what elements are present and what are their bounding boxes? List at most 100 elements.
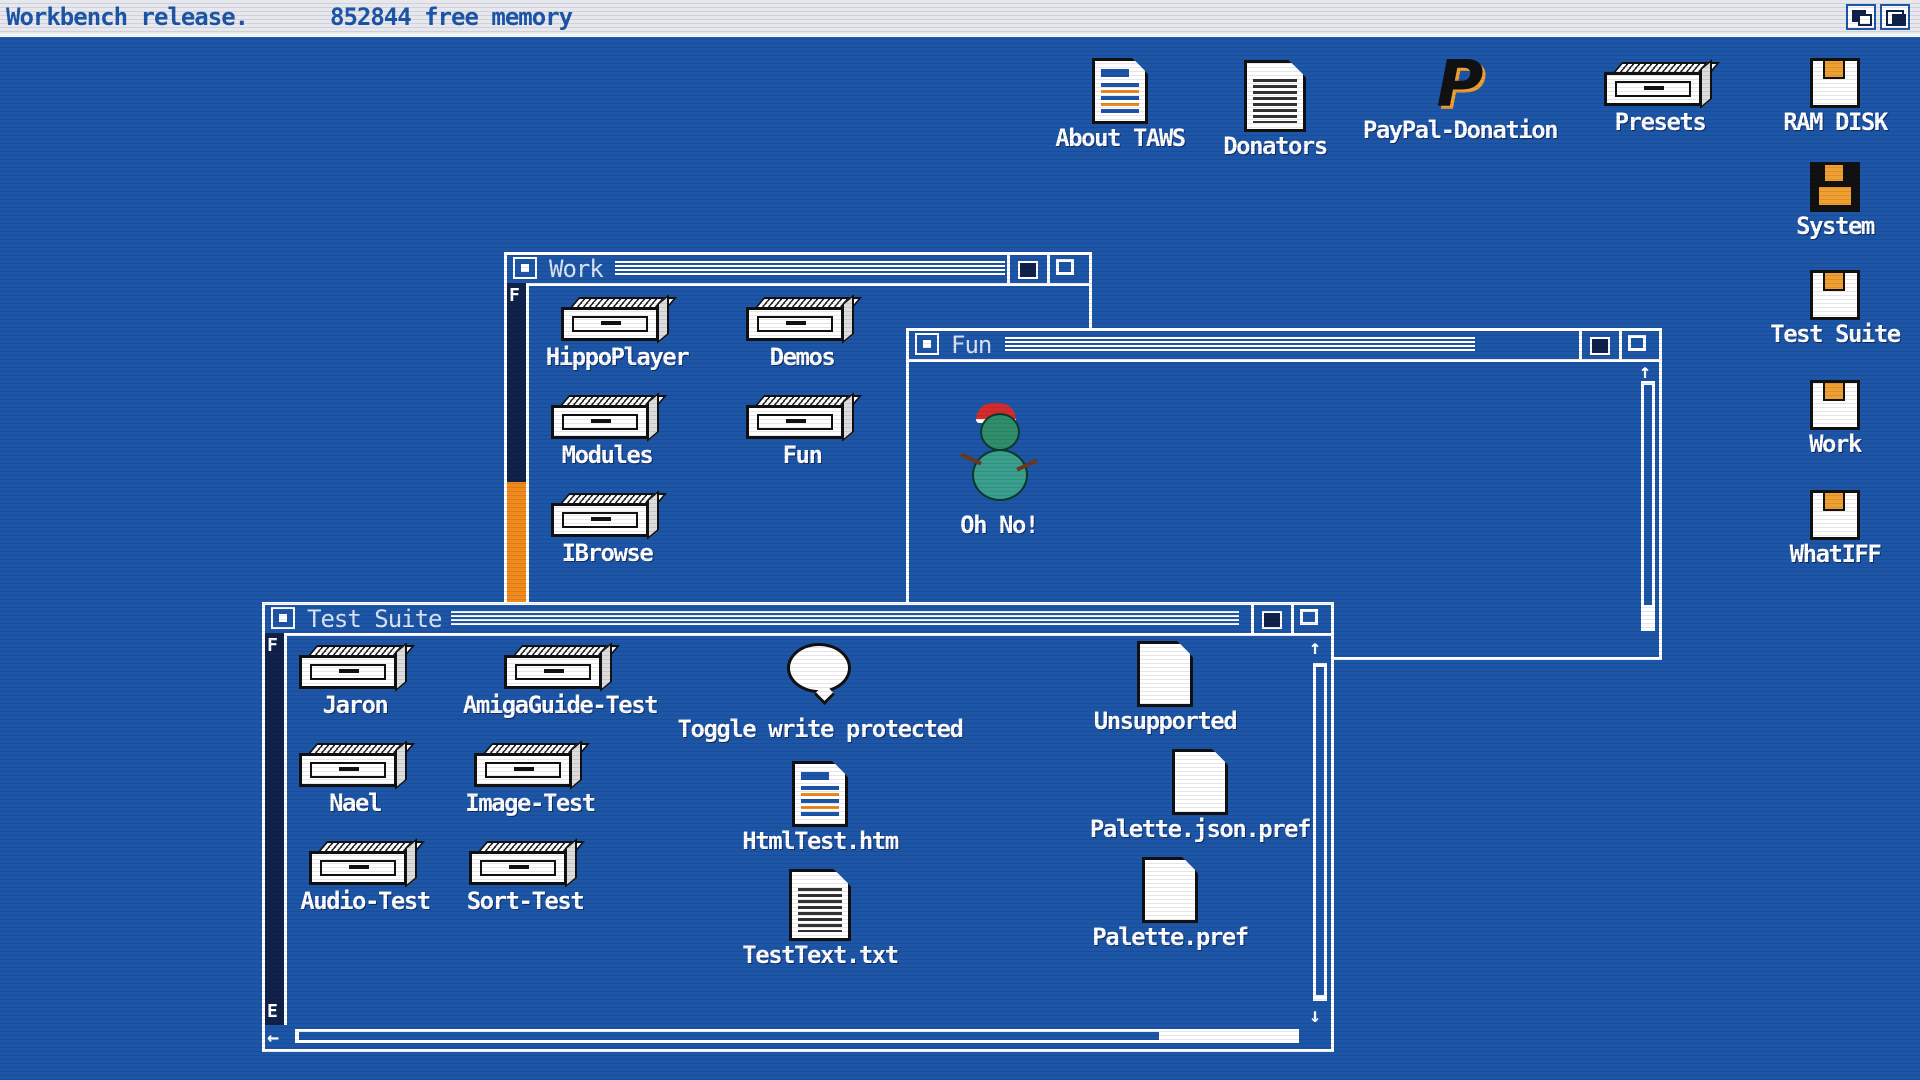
screen-back-gadget[interactable]: [1846, 4, 1876, 30]
close-gadget-icon[interactable]: [271, 607, 295, 629]
drawer-icon: [746, 391, 863, 443]
window-title-bar[interactable]: Test Suite: [265, 605, 1331, 636]
item-label: Fun: [782, 441, 823, 469]
drawer-item[interactable]: HippoPlayer: [537, 293, 697, 371]
item-label: Image-Test: [465, 789, 596, 817]
close-gadget-icon[interactable]: [915, 333, 939, 355]
scroll-down-arrow-icon[interactable]: ↓: [1309, 1003, 1322, 1027]
drawer-item[interactable]: Jaron: [285, 641, 425, 719]
drawer-icon: [551, 391, 668, 443]
file-item[interactable]: Unsupported: [1080, 641, 1250, 735]
disk-icon: [1810, 162, 1860, 212]
fuel-gauge: F E: [265, 633, 287, 1025]
icon-label: Presets: [1614, 108, 1707, 136]
window-title: Test Suite: [307, 605, 442, 633]
drawer-item[interactable]: AmigaGuide-Test: [455, 641, 665, 719]
screen-title-bar[interactable]: Workbench release. 852844 free memory: [0, 0, 1920, 37]
tool-item[interactable]: Oh No!: [939, 401, 1059, 539]
item-label: TestText.txt: [742, 941, 899, 969]
drawer-item[interactable]: Sort-Test: [445, 837, 605, 915]
document-icon: [1137, 641, 1193, 707]
document-icon: [1142, 857, 1198, 923]
icon-label: Donators: [1223, 132, 1328, 160]
vertical-scrollbar[interactable]: [1313, 663, 1327, 1001]
desktop-icon-work[interactable]: Work: [1775, 380, 1895, 458]
depth-back-gadget-icon[interactable]: [1579, 331, 1613, 359]
item-label: Palette.pref: [1092, 923, 1249, 951]
drawer-item[interactable]: Audio-Test: [285, 837, 445, 915]
drawer-icon: [746, 293, 863, 345]
text-document-icon: [1244, 60, 1306, 132]
scroll-left-arrow-icon[interactable]: ←: [267, 1025, 280, 1049]
desktop-icon-system[interactable]: System: [1775, 162, 1895, 240]
depth-front-gadget-icon[interactable]: [1291, 605, 1325, 633]
file-item[interactable]: TestText.txt: [730, 869, 910, 969]
file-item[interactable]: Palette.pref: [1080, 857, 1260, 951]
depth-front-gadget-icon[interactable]: [1619, 331, 1653, 359]
drawer-icon: [504, 641, 621, 693]
drawer-icon: [551, 489, 668, 541]
window-title-bar[interactable]: Work: [507, 255, 1089, 286]
horizontal-scrollbar[interactable]: [295, 1029, 1299, 1043]
depth-back-gadget-icon[interactable]: [1007, 255, 1041, 283]
text-document-icon: [789, 869, 851, 941]
desktop-icon-donators[interactable]: Donators: [1210, 60, 1340, 160]
window-title-bar[interactable]: Fun: [909, 331, 1659, 362]
drag-bar[interactable]: [1005, 337, 1475, 351]
desktop-icon-whatiff[interactable]: WhatIFF: [1775, 490, 1895, 568]
item-label: Unsupported: [1093, 707, 1238, 735]
item-label: Modules: [561, 441, 654, 469]
window-test-suite[interactable]: Test Suite F E ↑ ↓ ← → Jaron AmigaGuide-…: [262, 602, 1334, 1052]
depth-back-gadget-icon[interactable]: [1251, 605, 1285, 633]
drawer-item[interactable]: Modules: [537, 391, 677, 469]
item-label: Audio-Test: [300, 887, 431, 915]
drawer-item[interactable]: Fun: [732, 391, 872, 469]
depth-front-gadget-icon[interactable]: [1047, 255, 1081, 283]
drag-bar[interactable]: [615, 261, 1005, 275]
item-label: Sort-Test: [466, 887, 585, 915]
scroll-down-arrow-icon[interactable]: ↓: [1639, 611, 1652, 635]
icon-label: Test Suite: [1770, 320, 1901, 348]
desktop-icon-paypal-donation[interactable]: P PayPal-Donation: [1355, 53, 1565, 144]
item-label: HtmlTest.htm: [742, 827, 899, 855]
item-label: Demos: [769, 343, 836, 371]
icon-label: PayPal-Donation: [1362, 116, 1559, 144]
drawer-item[interactable]: Demos: [732, 293, 872, 371]
close-gadget-icon[interactable]: [513, 257, 537, 279]
drag-bar[interactable]: [451, 611, 1239, 625]
drawer-icon: [309, 837, 426, 889]
html-document-icon: [1092, 58, 1148, 124]
scroll-up-arrow-icon[interactable]: ↑: [1639, 359, 1652, 383]
desktop-icon-test-suite[interactable]: Test Suite: [1760, 270, 1910, 348]
file-item[interactable]: HtmlTest.htm: [730, 761, 910, 855]
desktop-icon-about-taws[interactable]: About TAWS: [1050, 58, 1190, 152]
screen-depth-gadgets[interactable]: [1840, 2, 1914, 32]
drawer-icon: [1604, 58, 1721, 110]
vertical-scrollbar[interactable]: [1641, 381, 1655, 631]
window-title: Work: [549, 255, 604, 283]
icon-label: RAM DISK: [1783, 108, 1888, 136]
file-item[interactable]: Palette.json.pref: [1080, 749, 1320, 843]
speech-bubble-icon: [787, 643, 853, 706]
document-icon: [1172, 749, 1228, 815]
screen-front-gadget[interactable]: [1880, 4, 1910, 30]
snowman-icon: [960, 401, 1038, 511]
desktop-icon-presets[interactable]: Presets: [1595, 58, 1725, 136]
disk-icon: [1810, 58, 1860, 108]
fuel-gauge: F: [507, 283, 529, 615]
disk-icon: [1810, 270, 1860, 320]
scroll-up-arrow-icon[interactable]: ↑: [1309, 635, 1322, 659]
drawer-item[interactable]: Nael: [285, 739, 425, 817]
scroll-right-arrow-icon[interactable]: →: [1285, 1025, 1298, 1049]
item-label: Palette.json.pref: [1089, 815, 1312, 843]
item-label: Nael: [329, 789, 382, 817]
desktop-icon-ram-disk[interactable]: RAM DISK: [1775, 58, 1895, 136]
tool-item[interactable]: Toggle write protected: [665, 643, 975, 743]
drawer-item[interactable]: Image-Test: [445, 739, 615, 817]
drawer-icon: [474, 739, 591, 791]
screen-title: Workbench release.: [6, 3, 249, 31]
drawer-item[interactable]: IBrowse: [537, 489, 677, 567]
free-memory-status: 852844 free memory: [330, 3, 573, 31]
item-label: Oh No!: [960, 511, 1039, 539]
icon-label: About TAWS: [1055, 124, 1186, 152]
